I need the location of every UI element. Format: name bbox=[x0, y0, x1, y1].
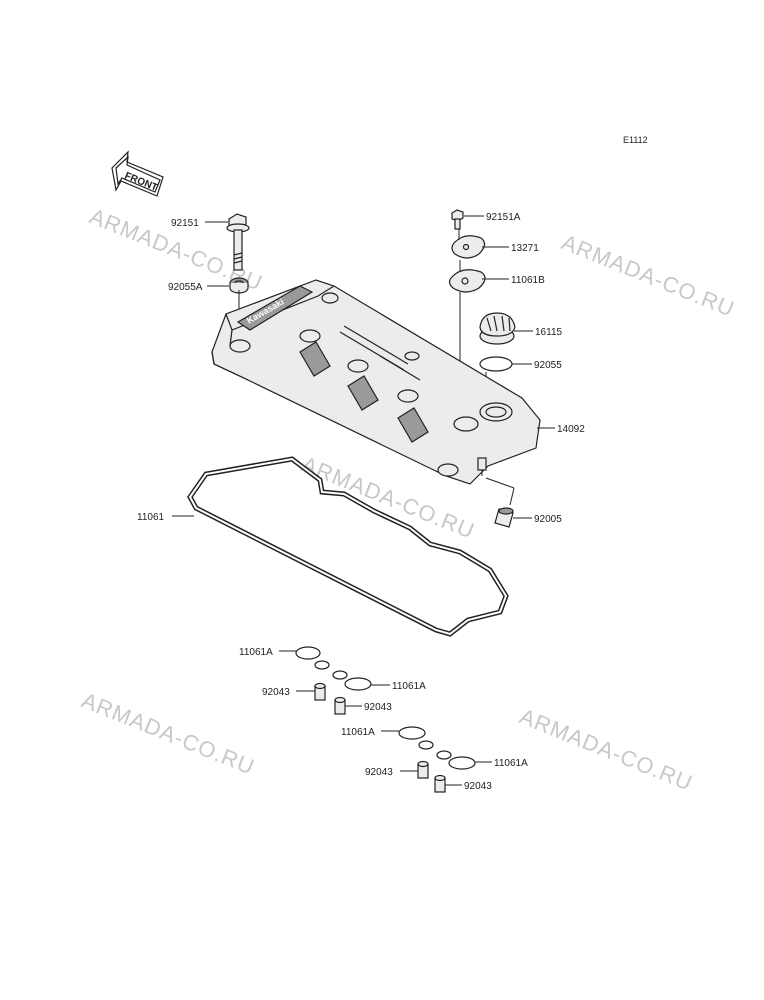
gasket-11061-icon bbox=[187, 456, 509, 637]
oil-cap-16115-icon bbox=[479, 312, 516, 345]
watermark: ARMADA-CO.RU bbox=[78, 687, 258, 779]
dowel-92043-2-icon bbox=[334, 696, 346, 715]
part-label-92043: 92043 bbox=[364, 702, 392, 713]
watermark: ARMADA-CO.RU bbox=[558, 229, 738, 321]
head-cover-14092-icon: Kawasaki bbox=[211, 279, 541, 485]
dowel-92043-1-icon bbox=[314, 682, 326, 701]
part-label-11061: 11061 bbox=[137, 512, 165, 523]
gasket-11061b-icon bbox=[448, 269, 486, 293]
bolt-92151-icon bbox=[226, 213, 250, 271]
seal-11061a-4-icon bbox=[436, 750, 476, 770]
part-label-11061b: 11061B bbox=[511, 275, 545, 286]
front-arrow-icon: FRONT bbox=[111, 150, 164, 197]
seal-11061a-1-icon bbox=[295, 646, 330, 670]
plug-92005-icon bbox=[494, 507, 514, 528]
seal-11061a-2-icon bbox=[332, 670, 372, 691]
part-label-92043: 92043 bbox=[365, 767, 393, 778]
diagram-code: E1112 bbox=[623, 135, 648, 145]
o-ring-92055-icon bbox=[479, 356, 513, 372]
seal-11061a-3-icon bbox=[398, 726, 434, 750]
part-label-92055: 92055 bbox=[534, 360, 562, 371]
plate-13271-icon bbox=[451, 235, 486, 259]
bolt-92151a-icon bbox=[451, 209, 464, 230]
dowel-92043-3-icon bbox=[417, 760, 429, 779]
part-label-11061a: 11061A bbox=[392, 681, 426, 692]
part-label-11061a: 11061A bbox=[341, 727, 375, 738]
front-arrow-label: FRONT bbox=[123, 171, 159, 194]
dowel-92043-4-icon bbox=[434, 774, 446, 793]
part-label-16115: 16115 bbox=[535, 327, 563, 338]
part-label-92043: 92043 bbox=[262, 687, 290, 698]
part-label-92151: 92151 bbox=[171, 218, 199, 229]
part-label-92151a: 92151A bbox=[486, 212, 521, 223]
part-label-92005: 92005 bbox=[534, 514, 562, 525]
watermark: ARMADA-CO.RU bbox=[516, 703, 696, 795]
part-label-14092: 14092 bbox=[557, 424, 585, 435]
part-label-13271: 13271 bbox=[511, 243, 539, 254]
part-label-11061a: 11061A bbox=[239, 647, 273, 658]
part-label-92055a: 92055A bbox=[168, 282, 203, 293]
part-label-11061a: 11061A bbox=[494, 758, 528, 769]
part-label-92043: 92043 bbox=[464, 781, 492, 792]
